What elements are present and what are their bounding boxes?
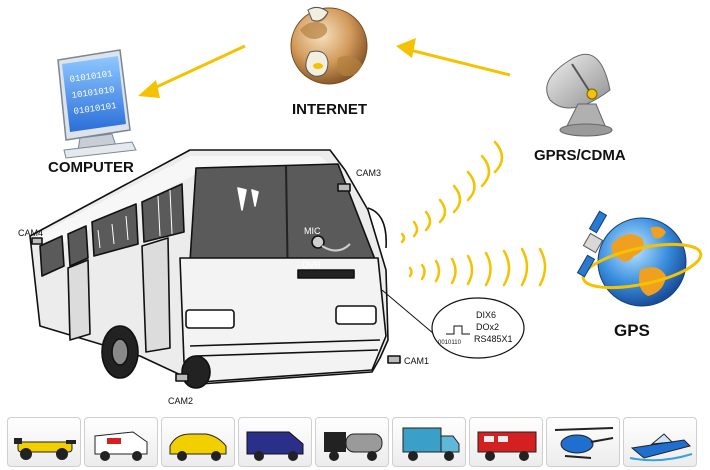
vehicle-thumb-race-car xyxy=(7,417,81,467)
vehicle-thumb-cargo-truck xyxy=(392,417,466,467)
gps-label: GPS xyxy=(614,321,650,340)
vehicle-thumb-fire-truck xyxy=(469,417,543,467)
arrow-internet-to-computer xyxy=(138,44,246,98)
vehicle-thumb-van xyxy=(238,417,312,467)
gps-satellite-icon xyxy=(576,210,608,278)
computer-label: COMPUTER xyxy=(48,159,134,176)
callout-line-dox: DOx2 xyxy=(476,322,499,332)
cargo-truck-icon xyxy=(402,427,460,461)
gprs-label: GPRS/CDMA xyxy=(534,147,626,164)
cam3-label: CAM3 xyxy=(356,168,381,178)
tanker-truck-icon xyxy=(324,432,383,461)
fire-truck-icon xyxy=(477,431,537,461)
callout-line-rs485: RS485X1 xyxy=(474,334,513,344)
internet-label: INTERNET xyxy=(292,101,367,118)
helicopter-icon xyxy=(554,427,614,459)
speedboat-icon xyxy=(629,433,693,462)
race-car-icon xyxy=(14,438,76,460)
dvr-label: DVR xyxy=(302,260,322,270)
arrow-gprs-to-internet xyxy=(396,38,511,77)
gps-globe-icon xyxy=(581,217,703,307)
callout-signal: 0010110 xyxy=(438,340,462,346)
vehicle-thumb-speedboat xyxy=(623,417,697,467)
vehicle-types-strip xyxy=(7,417,707,469)
mic-label: MIC xyxy=(304,226,321,236)
vehicle-thumb-ambulance xyxy=(84,417,158,467)
internet-globe-icon xyxy=(290,6,368,85)
mouse-icon xyxy=(305,50,329,77)
vehicle-thumb-taxi xyxy=(161,417,235,467)
cam2-label: CAM2 xyxy=(168,396,193,406)
taxi-icon xyxy=(169,433,227,461)
van-icon xyxy=(246,431,304,461)
wireless-waves-gprs xyxy=(400,140,504,244)
computer-monitor-icon: 01010101 10101010 01010101 xyxy=(57,49,137,159)
ambulance-icon xyxy=(94,431,148,461)
vehicle-thumb-tanker xyxy=(315,417,389,467)
mouse-top-icon xyxy=(307,6,329,22)
dvr-callout xyxy=(381,289,525,359)
callout-line-dix: DIX6 xyxy=(476,310,496,320)
bus-illustration xyxy=(29,149,401,389)
vehicle-thumb-helicopter xyxy=(546,417,620,467)
wireless-waves-gps xyxy=(408,247,547,287)
satellite-dish-icon xyxy=(546,53,613,137)
cam1-label: CAM1 xyxy=(404,356,429,366)
cam4-label: CAM4 xyxy=(18,228,43,238)
